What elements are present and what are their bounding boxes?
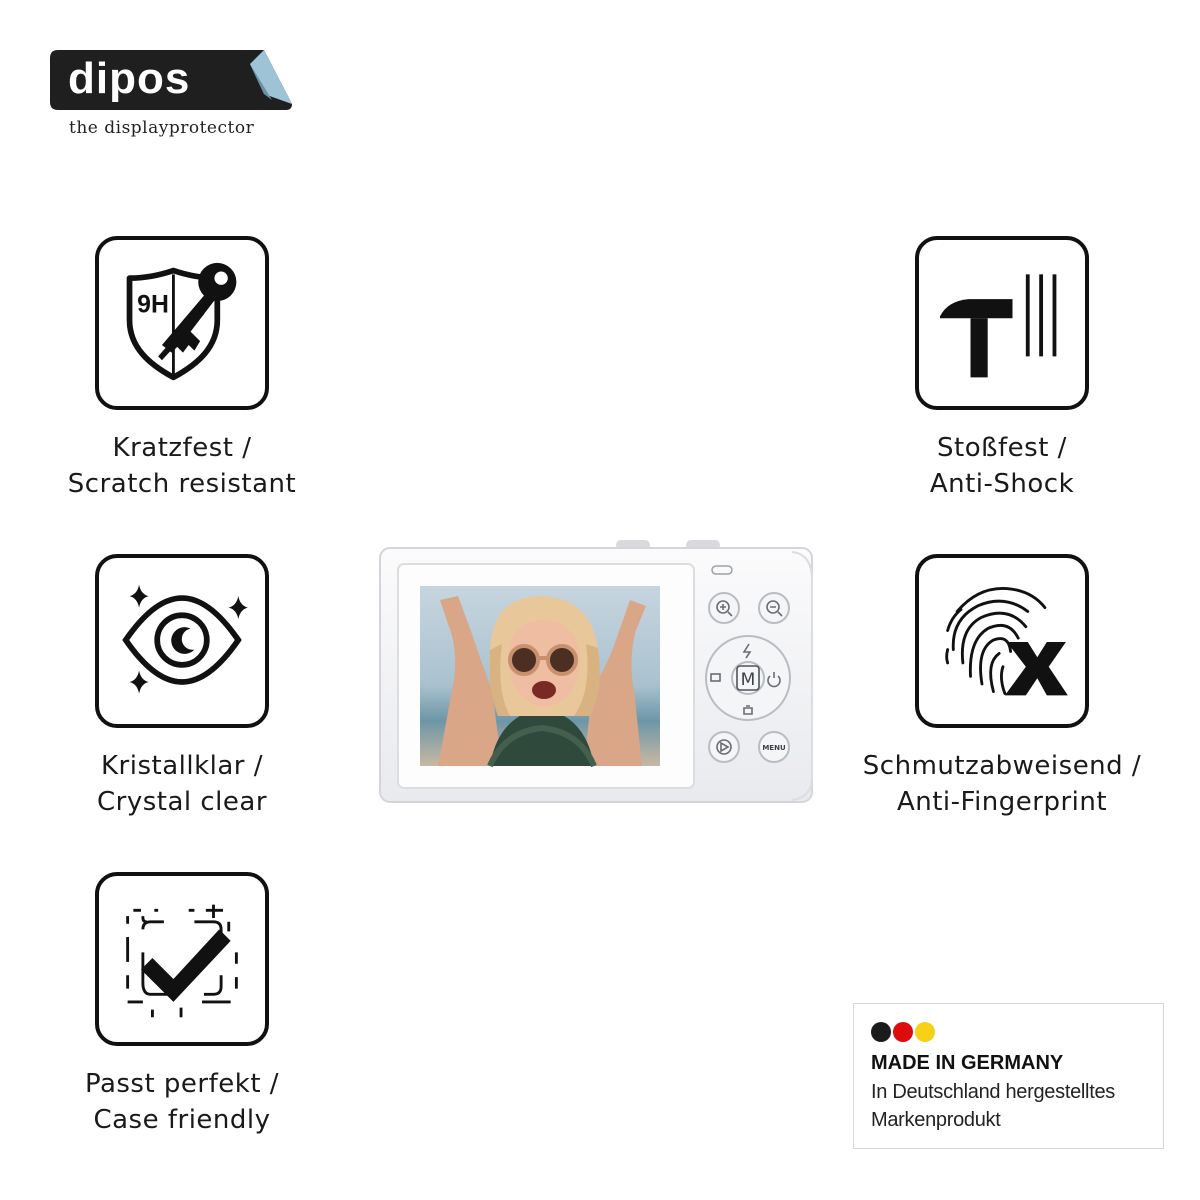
feature-crystal-clear: Kristallklar / Crystal clear (32, 554, 332, 820)
hardness-badge: 9H (137, 292, 169, 319)
made-in-germany-line-1: In Deutschland hergestelltes (871, 1081, 1115, 1103)
shield-key-icon: 9H (95, 236, 269, 410)
logo-wordmark: dipos (68, 54, 191, 103)
german-flag-dots (871, 1022, 937, 1044)
feature-label-en: Crystal clear (96, 787, 268, 817)
feature-anti-shock: Stoßfest / Anti-Shock (852, 236, 1152, 502)
hammer-icon (915, 236, 1089, 410)
made-in-germany-badge: MADE IN GERMANY In Deutschland hergestel… (853, 1003, 1164, 1149)
flag-dot-red (893, 1022, 913, 1042)
logo-tagline: the displayprotector (69, 118, 255, 138)
flag-dot-black (871, 1022, 891, 1042)
logo-badge (50, 50, 292, 110)
check-frame-icon (95, 872, 269, 1046)
flag-dot-gold (915, 1022, 935, 1042)
camera-mode-label: M (741, 670, 756, 690)
feature-label-en: Scratch resistant (67, 469, 297, 499)
feature-case-friendly: Passt perfekt / Case friendly (32, 872, 332, 1138)
feature-label-en: Anti-Fingerprint (896, 787, 1108, 817)
camera-menu-label: MENU (762, 744, 786, 752)
camera-illustration: M MENU (378, 540, 814, 806)
feature-label-en: Anti-Shock (929, 469, 1075, 499)
feature-label-de: Passt perfekt / (84, 1069, 280, 1099)
made-in-germany-title: MADE IN GERMANY (871, 1052, 1064, 1074)
feature-label-de: Kristallklar / (100, 751, 263, 781)
eye-sparkle-icon (95, 554, 269, 728)
feature-label-de: Schmutzabweisend / (862, 751, 1142, 781)
feature-label-de: Kratzfest / (112, 433, 252, 463)
feature-scratch-resistant: 9H Kratzfest / Scratch resistant (32, 236, 332, 502)
made-in-germany-line-2: Markenprodukt (871, 1109, 1001, 1131)
feature-label-en: Case friendly (93, 1105, 271, 1135)
dipos-logo: dipos the displayprotector (50, 50, 295, 140)
feature-label-de: Stoßfest / (937, 433, 1067, 463)
feature-anti-fingerprint: Schmutzabweisend / Anti-Fingerprint (852, 554, 1152, 820)
fingerprint-x-icon (915, 554, 1089, 728)
